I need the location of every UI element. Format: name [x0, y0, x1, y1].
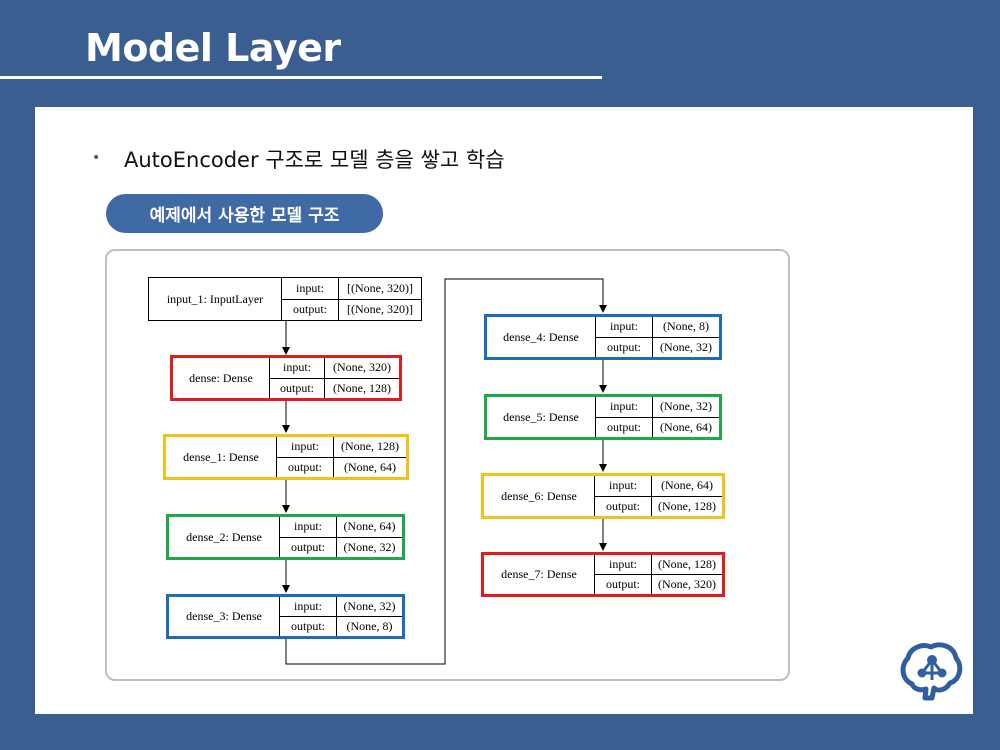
layer-node-dense-6: dense_6: Dense input: (None, 64) output: (…	[481, 473, 725, 519]
output-label: output:	[596, 337, 653, 357]
bullet-icon: •	[92, 150, 101, 166]
input-shape: (None, 8)	[663, 319, 709, 334]
input-shape: (None, 128)	[341, 439, 399, 454]
output-label: output:	[270, 378, 325, 398]
layer-node-dense-4: dense_4: Dense input: (None, 8) output: (N…	[484, 314, 722, 360]
input-label: input:	[277, 437, 334, 457]
slide-title: Model Layer	[85, 26, 341, 70]
input-label: input:	[595, 476, 652, 496]
output-shape: (None, 128)	[333, 380, 391, 395]
layer-node-dense-7: dense_7: Dense input: (None, 128) output:…	[481, 552, 725, 597]
layer-name: dense_5: Dense	[487, 397, 596, 437]
output-shape: (None, 64)	[344, 459, 396, 474]
input-label: input:	[596, 317, 653, 337]
output-shape: (None, 8)	[346, 619, 393, 633]
layer-name: input_1: InputLayer	[149, 278, 282, 320]
output-shape: (None, 320)	[658, 577, 716, 591]
layer-node-dense: dense: Dense input: (None, 320) output: (N…	[170, 355, 402, 401]
section-pill-label: 예제에서 사용한 모델 구조	[149, 206, 340, 226]
output-shape: [(None, 320)]	[347, 302, 413, 317]
layer-name: dense: Dense	[173, 358, 270, 398]
input-label: input:	[270, 358, 325, 378]
layer-name: dense_1: Dense	[166, 437, 277, 477]
output-shape: (None, 32)	[343, 539, 396, 554]
output-label: output:	[277, 457, 334, 477]
input-shape: (None, 64)	[661, 478, 713, 493]
input-label: input:	[280, 517, 337, 537]
layer-name: dense_6: Dense	[484, 476, 595, 516]
output-shape: (None, 32)	[660, 339, 712, 354]
output-label: output:	[280, 537, 337, 557]
bullet-text: AutoEncoder 구조로 모델 층을 쌓고 학습	[124, 148, 505, 172]
output-label: output:	[280, 617, 337, 636]
layer-node-input: input_1: InputLayer input:[(None, 320)] …	[148, 277, 422, 321]
input-shape: [(None, 320)]	[347, 280, 413, 295]
input-shape: (None, 128)	[658, 557, 716, 571]
layer-node-dense-2: dense_2: Dense input: (None, 64) output: (…	[166, 514, 405, 560]
output-label: output:	[595, 496, 652, 516]
input-shape: (None, 320)	[333, 360, 391, 375]
edge-dense3-dense4	[285, 278, 607, 665]
output-shape: (None, 128)	[658, 498, 716, 513]
layer-name: dense_2: Dense	[169, 517, 280, 557]
output-shape: (None, 64)	[660, 419, 712, 434]
input-label: input:	[596, 397, 653, 417]
diagram-frame	[105, 249, 790, 681]
layer-name: dense_3: Dense	[169, 597, 280, 636]
layer-node-dense-1: dense_1: Dense input: (None, 128) output:…	[163, 434, 409, 480]
brain-network-logo-icon	[900, 642, 963, 701]
output-label: output:	[596, 417, 653, 437]
layer-name: dense_7: Dense	[484, 555, 595, 594]
input-label: input:	[595, 555, 652, 574]
section-pill: 예제에서 사용한 모델 구조	[106, 194, 383, 233]
layer-node-dense-5: dense_5: Dense input: (None, 32) output: (…	[484, 394, 722, 440]
input-label: input:	[282, 278, 339, 299]
output-label: output:	[282, 299, 339, 320]
layer-node-dense-3: dense_3: Dense input: (None, 32) output: (…	[166, 594, 405, 639]
layer-name: dense_4: Dense	[487, 317, 596, 357]
title-underline	[0, 76, 602, 79]
input-label: input:	[280, 597, 337, 616]
input-shape: (None, 32)	[343, 599, 396, 613]
input-shape: (None, 64)	[343, 519, 396, 534]
output-label: output:	[595, 575, 652, 594]
input-shape: (None, 32)	[660, 399, 712, 414]
